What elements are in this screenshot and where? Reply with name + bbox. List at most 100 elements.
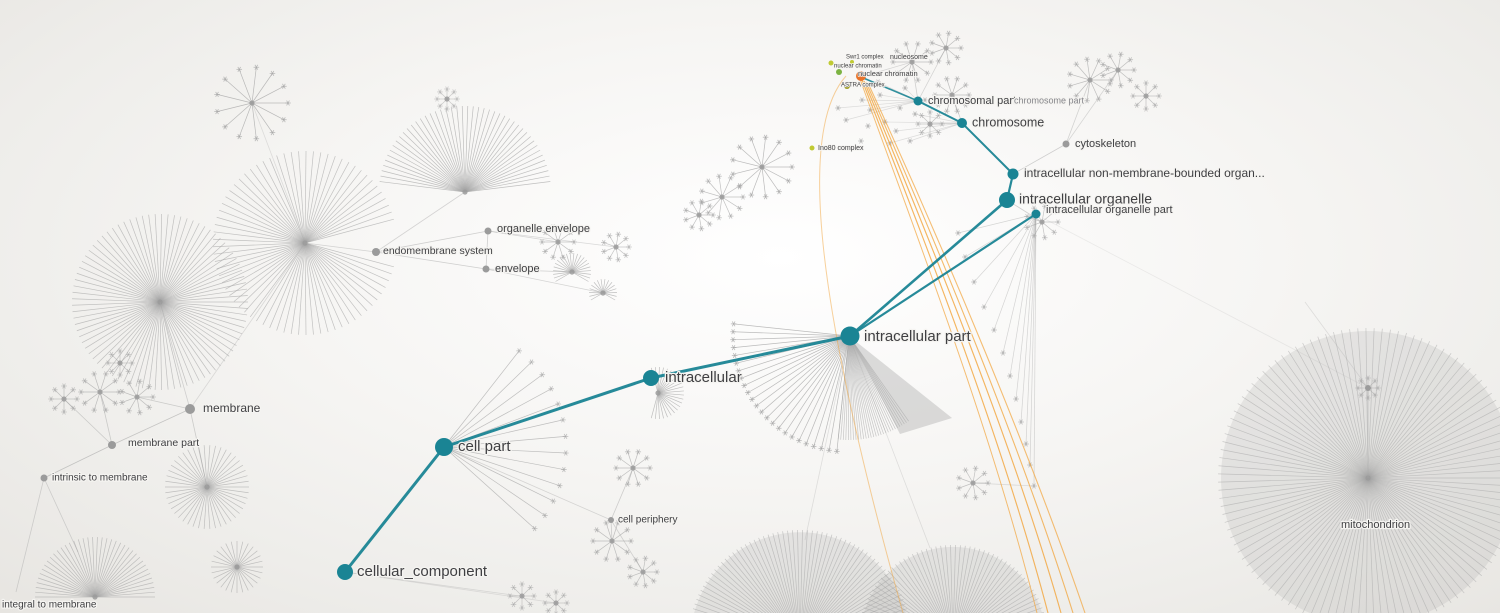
highlight-node[interactable] bbox=[850, 60, 854, 64]
node-label[interactable]: chromosomal part bbox=[927, 94, 1018, 109]
node-label-tiny[interactable]: Ino80 complex bbox=[817, 144, 865, 153]
highlight-node[interactable] bbox=[856, 71, 866, 81]
term-node[interactable] bbox=[1062, 140, 1070, 148]
node-chromosome[interactable] bbox=[957, 118, 967, 128]
node-cell-part[interactable] bbox=[435, 438, 453, 456]
node-label[interactable]: intracellular non-membrane-bounded organ… bbox=[1023, 165, 1266, 182]
node-label[interactable]: chromosome bbox=[971, 114, 1046, 131]
fan-spoke bbox=[304, 165, 356, 244]
fan-center-node[interactable] bbox=[519, 593, 525, 599]
fan-center-node[interactable] bbox=[1115, 67, 1121, 73]
node-label[interactable]: cell periphery bbox=[617, 513, 679, 527]
node-cellular-component[interactable] bbox=[337, 564, 353, 580]
star-tip-icon bbox=[607, 233, 612, 239]
star-tip-icon bbox=[1108, 81, 1112, 87]
fan-center-node[interactable] bbox=[553, 600, 559, 606]
fan-spoke bbox=[744, 544, 785, 613]
node-label[interactable]: intracellular part bbox=[863, 327, 973, 347]
star-tip-icon bbox=[1019, 419, 1023, 425]
fan-spoke bbox=[213, 231, 306, 244]
node-intracellular-part[interactable] bbox=[840, 326, 860, 346]
node-label[interactable]: membrane part bbox=[127, 436, 201, 451]
star-tip-icon bbox=[776, 425, 781, 431]
term-node[interactable] bbox=[372, 248, 380, 256]
fan-center-node[interactable] bbox=[444, 96, 450, 102]
star-tip-icon bbox=[634, 581, 638, 587]
node-intracellular-non-membrane-bounded-organelle[interactable] bbox=[1007, 168, 1019, 180]
fan-center-node[interactable] bbox=[462, 189, 468, 195]
fan-spoke bbox=[724, 558, 775, 613]
node-label[interactable]: intracellular organelle part bbox=[1045, 203, 1174, 218]
fan-spoke bbox=[159, 288, 248, 303]
node-label[interactable]: intracellular organelle bbox=[1018, 189, 1154, 208]
node-label[interactable]: envelope bbox=[494, 262, 541, 277]
fan-center-node[interactable] bbox=[970, 480, 976, 486]
fan-center-node[interactable] bbox=[555, 239, 561, 245]
fan-spoke bbox=[1367, 455, 1500, 479]
node-label-tiny[interactable]: Swr1 complex bbox=[845, 54, 884, 62]
node-label[interactable]: cell part bbox=[457, 437, 513, 457]
fan-center-node[interactable] bbox=[943, 45, 949, 51]
node-label-tiny[interactable]: nuclear chromatin bbox=[833, 63, 882, 71]
node-label[interactable]: intracellular bbox=[664, 368, 743, 388]
node-label-tiny[interactable]: ASTRA complex bbox=[840, 82, 885, 90]
highlight-node[interactable] bbox=[844, 83, 850, 89]
star-tip-icon bbox=[628, 564, 632, 570]
term-node[interactable] bbox=[185, 404, 195, 414]
node-label[interactable]: cytoskeleton bbox=[1074, 137, 1138, 152]
fan-center-node[interactable] bbox=[117, 360, 123, 366]
fan-center-node[interactable] bbox=[655, 390, 661, 396]
fan-center-node[interactable] bbox=[1143, 93, 1149, 99]
node-label[interactable]: chromosome part bbox=[1013, 94, 1086, 107]
node-label-tiny[interactable]: nuclear chromatin bbox=[857, 68, 918, 79]
fan-center-node[interactable] bbox=[719, 194, 725, 200]
node-label[interactable]: integral to membrane bbox=[1, 598, 98, 612]
term-node[interactable] bbox=[482, 265, 490, 273]
node-label[interactable]: cellular_component bbox=[356, 562, 489, 582]
fan-center-node[interactable] bbox=[1087, 77, 1093, 83]
node-label-tiny[interactable]: nucleosome bbox=[889, 53, 928, 62]
highlight-node[interactable] bbox=[809, 145, 815, 151]
fan-center-node[interactable] bbox=[157, 299, 163, 305]
fan-spoke bbox=[304, 242, 307, 335]
highlight-node[interactable] bbox=[828, 60, 834, 66]
fan-spoke bbox=[740, 546, 783, 613]
fan-center-node[interactable] bbox=[302, 240, 308, 246]
node-intracellular-organelle-part[interactable] bbox=[1031, 209, 1041, 219]
fan-spoke bbox=[805, 335, 850, 444]
node-intracellular[interactable] bbox=[643, 370, 659, 386]
fan-center-node[interactable] bbox=[696, 212, 702, 218]
term-node[interactable] bbox=[1365, 385, 1371, 391]
node-label[interactable]: mitochondrion bbox=[1340, 518, 1412, 533]
fan-spoke bbox=[304, 242, 350, 325]
fan-center-node[interactable] bbox=[759, 164, 765, 170]
node-label[interactable]: membrane bbox=[202, 400, 262, 417]
fan-spoke bbox=[251, 102, 273, 133]
fan-spoke bbox=[304, 242, 373, 306]
fan-center-node[interactable] bbox=[234, 564, 240, 570]
node-label[interactable]: organelle envelope bbox=[496, 222, 591, 237]
fan-spoke bbox=[159, 301, 243, 335]
node-chromosomal-part[interactable] bbox=[913, 96, 923, 106]
node-intracellular-organelle[interactable] bbox=[999, 192, 1015, 208]
term-node[interactable] bbox=[608, 517, 614, 523]
fan-center-node[interactable] bbox=[600, 290, 606, 296]
fan-spoke bbox=[96, 301, 161, 364]
star-tip-icon bbox=[759, 409, 764, 415]
fan-center-node[interactable] bbox=[613, 244, 619, 250]
fan-center-node[interactable] bbox=[640, 569, 646, 575]
fan-spoke bbox=[159, 229, 211, 303]
fan-center-node[interactable] bbox=[249, 100, 255, 106]
term-node[interactable] bbox=[484, 227, 492, 235]
node-label[interactable]: endomembrane system bbox=[382, 244, 494, 259]
star-tip-icon bbox=[62, 409, 66, 415]
fan-center-node[interactable] bbox=[92, 594, 98, 600]
term-node[interactable] bbox=[40, 474, 48, 482]
star-tip-icon bbox=[955, 108, 959, 114]
term-node[interactable] bbox=[108, 441, 116, 449]
highlight-node[interactable] bbox=[836, 69, 842, 75]
node-label[interactable]: intrinsic to membrane bbox=[51, 471, 150, 485]
gray-edge bbox=[610, 519, 613, 542]
